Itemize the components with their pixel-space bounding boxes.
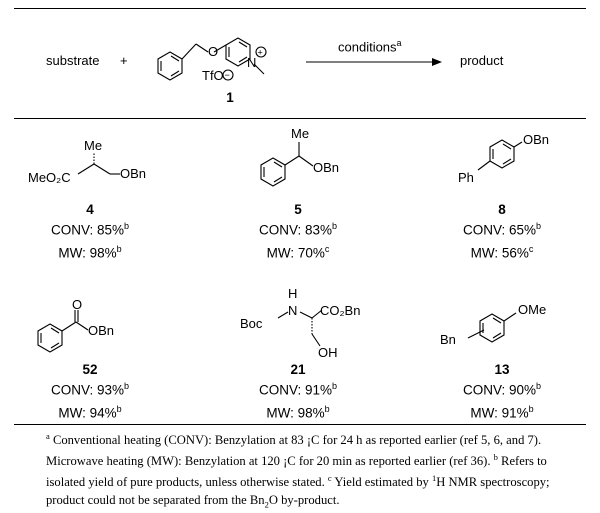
compound-8-block: 8 CONV: 65%b MW: 56%c xyxy=(442,202,562,262)
conv-yield: CONV: 83%b xyxy=(258,221,338,238)
structure-compound-4: Me MeO₂C OBn xyxy=(28,138,146,185)
triflate-label: TfO xyxy=(202,68,224,83)
conv-yield: CONV: 85%b xyxy=(50,221,130,238)
compound-number: 52 xyxy=(82,362,98,377)
top-rule xyxy=(14,8,586,9)
compound-number: 5 xyxy=(294,202,302,217)
svg-text:OBn: OBn xyxy=(88,323,114,338)
svg-text:Ph: Ph xyxy=(458,170,474,185)
mw-yield: MW: 98%b xyxy=(58,243,122,261)
svg-text:MeO₂C: MeO₂C xyxy=(28,170,71,185)
compound-number: 21 xyxy=(290,362,306,377)
compound-number: 4 xyxy=(86,202,94,217)
svg-text:OMe: OMe xyxy=(518,302,546,317)
svg-text:Bn: Bn xyxy=(440,332,456,347)
svg-text:O: O xyxy=(72,300,82,312)
svg-text:OBn: OBn xyxy=(523,132,549,147)
svg-text:OBn: OBn xyxy=(313,160,339,175)
compound-4-block: 4 CONV: 85%b MW: 98%b xyxy=(30,202,150,262)
compound-52-block: 52 CONV: 93%b MW: 94%b xyxy=(30,362,150,422)
svg-text:Me: Me xyxy=(291,126,309,141)
svg-text:OH: OH xyxy=(318,345,338,360)
mw-yield: MW: 91%b xyxy=(470,403,534,421)
mw-yield: MW: 94%b xyxy=(58,403,122,421)
svg-text:OBn: OBn xyxy=(120,166,146,181)
compound-number: 8 xyxy=(498,202,506,217)
footnote-a-mark: a xyxy=(46,431,50,441)
svg-text:N: N xyxy=(288,303,297,318)
compound-number: 13 xyxy=(494,362,510,377)
structure-compound-8: OBn Ph xyxy=(458,132,549,185)
structure-compound-5: Me OBn xyxy=(260,126,339,187)
structure-compound-21: H N Boc CO₂Bn OH xyxy=(240,286,360,360)
conditions-label: conditionsa xyxy=(338,38,402,55)
footnote-divider-rule xyxy=(14,424,586,425)
conv-yield: CONV: 90%b xyxy=(462,381,542,398)
footnote-a-text: Conventional heating (CONV): Benzylation… xyxy=(46,433,542,469)
svg-text:Boc: Boc xyxy=(240,316,263,331)
mw-yield: MW: 98%b xyxy=(266,403,330,421)
svg-text:CO₂Bn: CO₂Bn xyxy=(320,303,360,318)
conv-yield: CONV: 65%b xyxy=(462,221,542,238)
footnotes: a Conventional heating (CONV): Benzylati… xyxy=(46,431,550,510)
reagent-nitrogen-atom: N xyxy=(247,55,256,70)
compound-21-block: 21 CONV: 91%b MW: 98%b xyxy=(238,362,358,422)
product-label: product xyxy=(460,53,504,68)
footnote-b-text: Refers to isolated yield of pure product… xyxy=(46,454,547,490)
substrate-label: substrate xyxy=(46,53,100,68)
svg-text:H: H xyxy=(288,286,297,301)
mw-yield: MW: 56%c xyxy=(470,243,534,261)
compound-5-block: 5 CONV: 83%b MW: 70%c xyxy=(238,202,358,262)
positive-charge: + xyxy=(258,48,263,58)
svg-text:Me: Me xyxy=(84,138,102,153)
reaction-arrow xyxy=(306,58,442,66)
mw-yield: MW: 70%c xyxy=(266,243,330,261)
conv-yield: CONV: 93%b xyxy=(50,381,130,398)
structure-compound-52: O OBn xyxy=(37,300,114,353)
negative-charge: − xyxy=(225,70,230,80)
compound-13-block: 13 CONV: 90%b MW: 91%b xyxy=(442,362,562,422)
reagent-number: 1 xyxy=(226,90,234,105)
structure-compound-13: OMe Bn xyxy=(440,302,546,347)
reagent-1-structure: O N + − TfO xyxy=(157,37,267,83)
footnote-c-mark: c xyxy=(327,473,332,484)
scheme-divider-rule xyxy=(14,118,586,119)
plus-sign: + xyxy=(120,53,128,68)
conv-yield: CONV: 91%b xyxy=(258,381,338,398)
footnote-b-mark: b xyxy=(493,452,498,463)
reagent-oxygen-atom: O xyxy=(208,44,218,59)
